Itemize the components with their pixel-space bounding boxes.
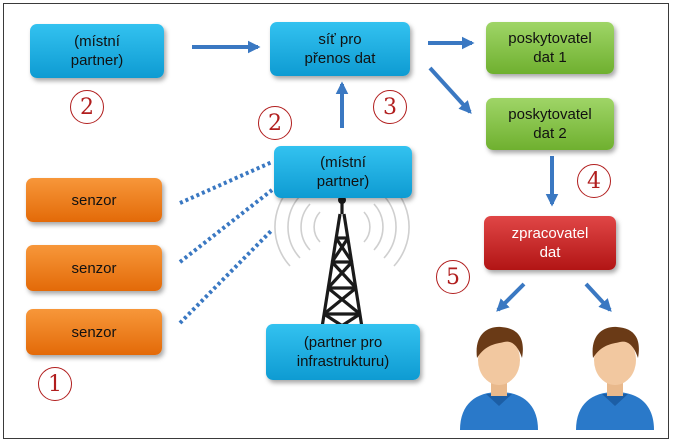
step-badge-1: 1 [38, 367, 72, 401]
step-badge-2-top: 2 [70, 90, 104, 124]
network-node: síť pro přenos dat [270, 22, 410, 76]
infrastructure-partner-node: (partner pro infrastrukturu) [266, 324, 420, 380]
wireless-link-sensor2 [178, 188, 274, 264]
tower-local-partner-label: (místní partner) [316, 154, 370, 190]
local-partner-node: (místní partner) [30, 24, 164, 78]
data-provider-1-node: poskytovatel dat 1 [486, 22, 614, 74]
arrow-processor-to-user1 [496, 282, 526, 312]
step-badge-5: 5 [436, 260, 470, 294]
sensor-node-3: senzor [26, 309, 162, 355]
network-label: síť pro přenos dat [304, 31, 376, 67]
step-badge-2-mid: 2 [258, 106, 292, 140]
radio-tower-icon [274, 187, 410, 342]
arrow-processor-to-user2 [584, 282, 612, 312]
data-provider-2-node: poskytovatel dat 2 [486, 98, 614, 150]
arrow-network-to-provider2 [428, 66, 472, 114]
local-partner-label: (místní partner) [70, 33, 124, 69]
user-icon [460, 326, 538, 430]
data-processor-label: zpracovatel dat [511, 225, 589, 261]
user-icon [576, 326, 654, 430]
infrastructure-partner-label: (partner pro infrastrukturu) [296, 334, 390, 370]
data-processor-node: zpracovatel dat [484, 216, 616, 270]
data-provider-2-label: poskytovatel dat 2 [508, 106, 592, 142]
diagram-frame [3, 3, 669, 439]
sensor-2-label: senzor [71, 259, 117, 277]
sensor-node-1: senzor [26, 178, 162, 222]
step-badge-4: 4 [577, 164, 611, 198]
wireless-link-sensor3 [178, 228, 274, 325]
sensor-1-label: senzor [71, 191, 117, 209]
wireless-link-sensor1 [179, 160, 273, 205]
sensor-3-label: senzor [71, 323, 117, 341]
step-badge-3: 3 [373, 90, 407, 124]
sensor-node-2: senzor [26, 245, 162, 291]
tower-local-partner-node: (místní partner) [274, 146, 412, 198]
data-provider-1-label: poskytovatel dat 1 [508, 30, 592, 66]
